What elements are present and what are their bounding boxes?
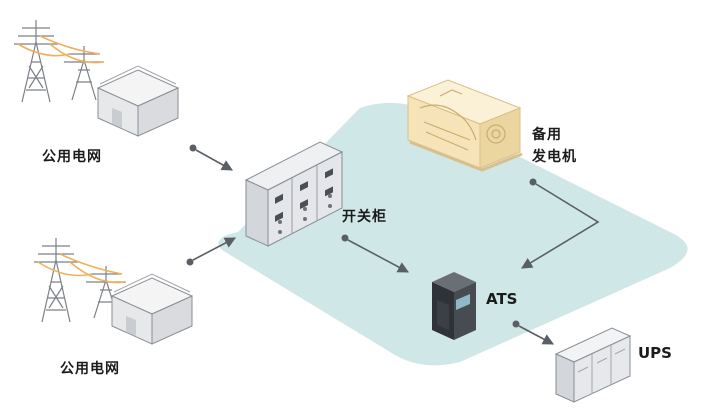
ups-label: UPS [638, 344, 672, 362]
power-grid-icon [34, 238, 194, 345]
generator-label-line2: 发电机 [532, 149, 577, 165]
ats-cabinet-icon [432, 272, 476, 340]
diesel-generator-icon [406, 79, 523, 172]
generator-label-line1: 备用 [532, 127, 562, 143]
grid-bottom-label: 公用电网 [60, 361, 120, 377]
arrow-generator-to-ats [521, 178, 600, 269]
ats-label: ATS [486, 290, 518, 308]
switchgear-cabinet-icon [244, 141, 344, 247]
grid-top-label: 公用电网 [42, 149, 102, 165]
arrow-grid-top-to-switchgear [189, 144, 233, 171]
arrow-grid-bottom-to-switchgear [186, 237, 236, 266]
connection-arrows [186, 144, 600, 345]
ups-cabinet-icon [554, 327, 632, 403]
switchgear-label: 开关柜 [342, 209, 387, 225]
power-grid-icon [14, 20, 180, 137]
arrow-ats-to-ups [512, 320, 554, 345]
arrow-switchgear-to-ats [341, 234, 409, 273]
